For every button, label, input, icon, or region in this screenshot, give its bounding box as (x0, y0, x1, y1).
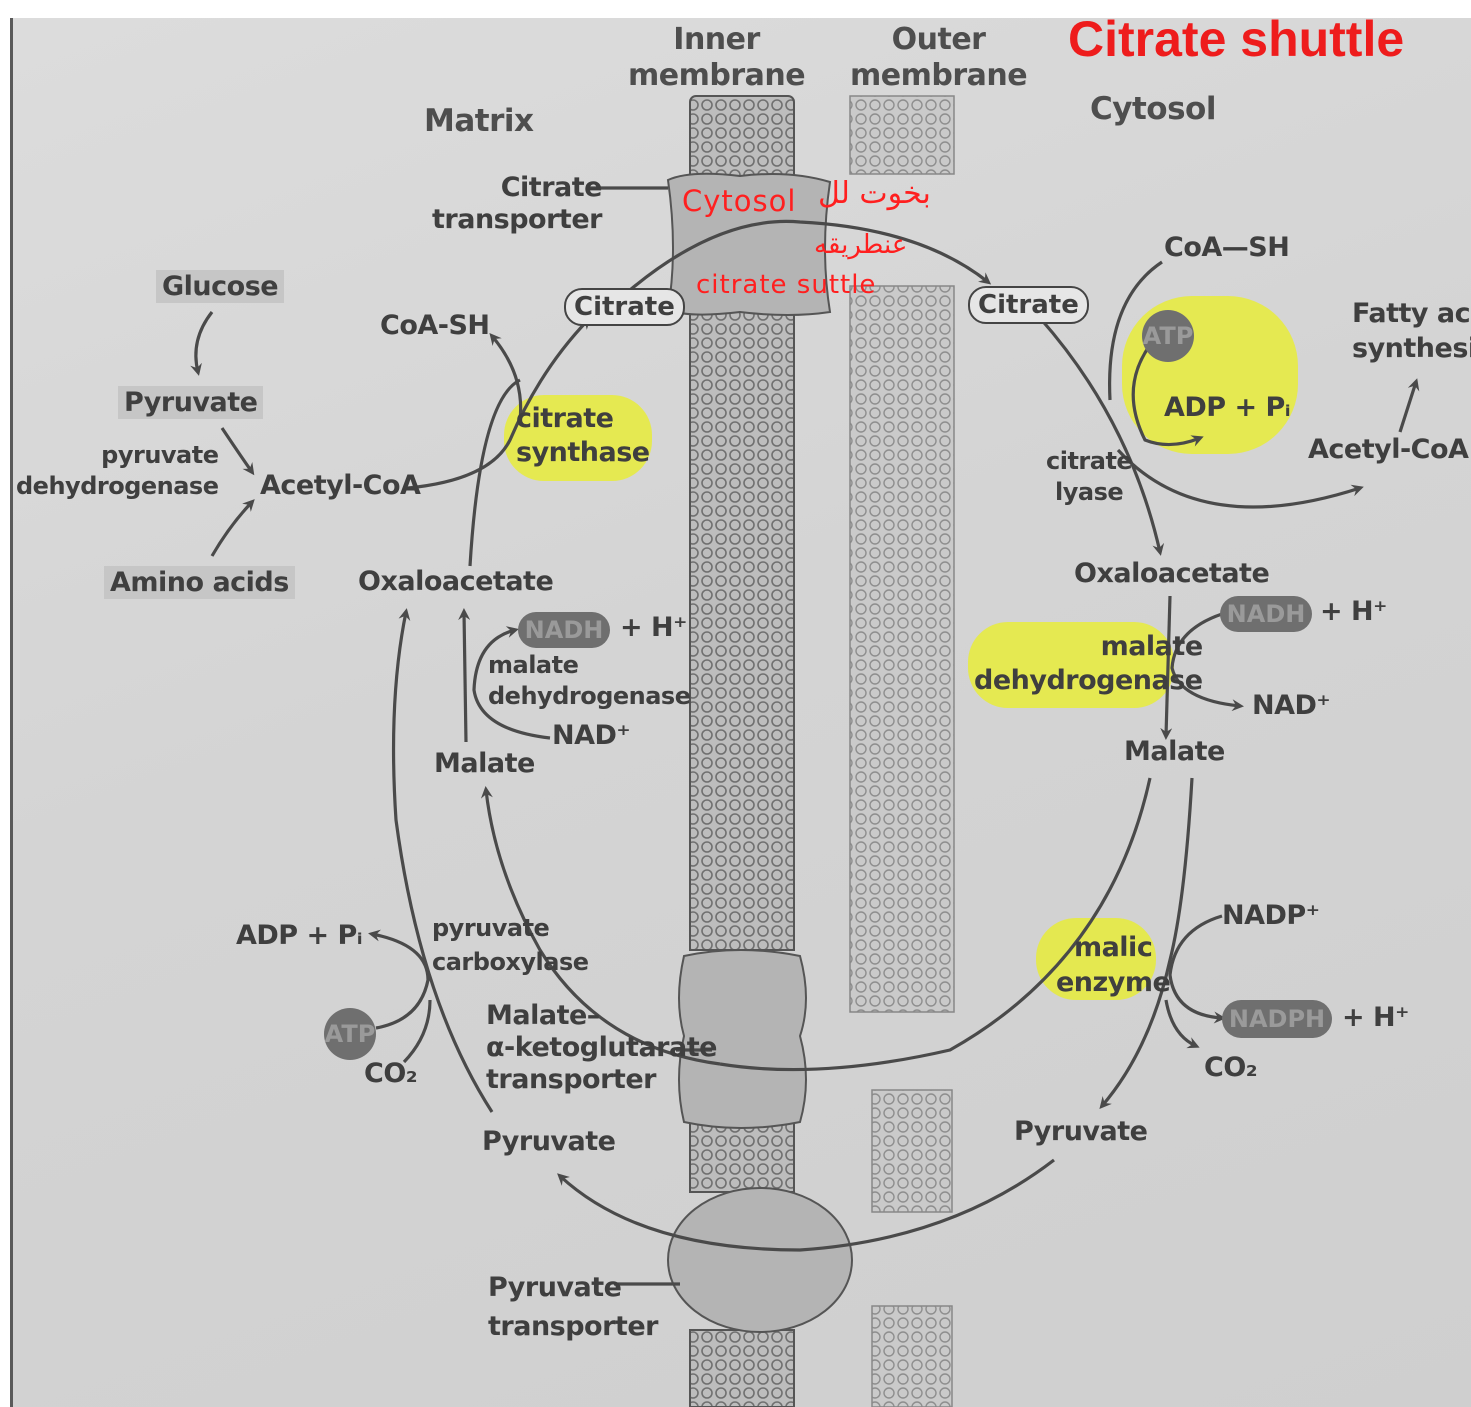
citrate-transporter-label: Citrate transporter (432, 172, 602, 237)
annotation-citrate-suttle: citrate suttle (696, 270, 876, 300)
malate-dehydrogenase-matrix-label: malate dehydrogenase (488, 650, 691, 712)
arrow-co2-release-cytosol (1166, 1000, 1196, 1046)
pyruvate-carboxylase-label: pyruvate carboxylase (432, 912, 589, 979)
pyruvate-transporter-label: Pyruvate transporter (488, 1268, 658, 1346)
coa-sh-cytosol-label: CoA—SH (1164, 234, 1289, 261)
pyruvate-transporter-text: Pyruvate transporter (488, 1272, 658, 1342)
pyruvate-transporter-protein (668, 1188, 852, 1332)
pyruvate-carboxylase-text: pyruvate carboxylase (432, 914, 589, 976)
citrate-matrix-pill: Citrate (564, 288, 685, 326)
outer-membrane-label: Outer membrane (850, 22, 1027, 94)
arrow-aminoacids-to-acetylcoa (212, 502, 252, 556)
nad-matrix-label: NAD⁺ (552, 722, 630, 749)
nadph-h-label: + H⁺ (1342, 1004, 1409, 1031)
arrow-co2-input-matrix (404, 1000, 430, 1062)
citrate-lyase-label: citrate lyase (1046, 446, 1132, 508)
arrow-oxaloacetate-to-citrate (470, 380, 520, 566)
malate-akg-transporter-label: Malate– α-ketoglutarate transporter (486, 1000, 717, 1096)
fatty-acid-synthesis-label: Fatty acid synthesis (1352, 296, 1471, 366)
inner-membrane-text: Inner membrane (628, 22, 805, 93)
malate-matrix-label: Malate (434, 750, 535, 777)
nad-cytosol-label: NAD⁺ (1252, 692, 1330, 719)
arrow-pyruvate-carboxylase-atp (372, 934, 428, 1028)
nadph-badge: NADPH (1222, 1000, 1332, 1038)
arrow-malate-to-oxaloacetate-matrix (464, 612, 466, 742)
malate-akg-transporter-text: Malate– α-ketoglutarate transporter (486, 1000, 717, 1095)
atp-cytosol-badge: ATP (1142, 310, 1194, 362)
outer-membrane-text: Outer membrane (850, 22, 1027, 93)
citrate-transporter-text: Citrate transporter (432, 172, 602, 235)
matrix-label: Matrix (424, 106, 534, 137)
nadp-label: NADP⁺ (1222, 902, 1319, 929)
oxaloacetate-matrix-label: Oxaloacetate (358, 568, 553, 595)
oxaloacetate-cytosol-label: Oxaloacetate (1074, 560, 1269, 587)
acetyl-coa-cytosol-label: Acetyl-CoA (1308, 436, 1468, 463)
nadh-cytosol-h-label: + H⁺ (1320, 598, 1387, 625)
malate-dehydrogenase-cytosol-text: malate dehydrogenase (974, 631, 1203, 696)
co2-matrix-label: CO₂ (364, 1060, 417, 1087)
inner-membrane-label: Inner membrane (628, 22, 805, 94)
atp-matrix-badge: ATP (324, 1008, 376, 1060)
co2-cytosol-label: CO₂ (1204, 1054, 1257, 1081)
malate-dehydrogenase-matrix-text: malate dehydrogenase (488, 651, 691, 710)
fatty-acid-synthesis-text: Fatty acid synthesis (1352, 298, 1471, 364)
annotation-arabic-line1: بخوت لل (818, 176, 931, 211)
nadh-cytosol-badge: NADH (1220, 596, 1312, 632)
arrow-acetylcoa-to-fatty-acid (1400, 382, 1416, 432)
citrate-synthase-text: citrate synthase (516, 403, 650, 468)
glucose-label: Glucose (156, 270, 284, 303)
amino-acids-label: Amino acids (104, 566, 295, 599)
malic-enzyme-label: malic enzyme (1056, 930, 1170, 1000)
coa-sh-matrix-label: CoA-SH (380, 312, 490, 339)
cytosol-label: Cytosol (1090, 94, 1216, 125)
pyruvate-cytosol-label: Pyruvate (1014, 1118, 1147, 1145)
pyruvate-dehydrogenase-text: pyruvate dehydrogenase (16, 441, 219, 500)
malic-enzyme-text: malic enzyme (1056, 932, 1170, 998)
arrow-glucose-to-pyruvate (196, 312, 212, 372)
adp-pi-cytosol-label: ADP + Pᵢ (1164, 394, 1290, 421)
pyruvate-bottom-matrix-label: Pyruvate (482, 1128, 615, 1155)
annotation-cytosol-word: Cytosol (682, 184, 796, 218)
page-title: Citrate shuttle (1068, 10, 1404, 68)
citrate-cytosol-pill: Citrate (968, 286, 1089, 324)
nadh-matrix-h-label: + H⁺ (620, 614, 687, 641)
malate-cytosol-label: Malate (1124, 738, 1225, 765)
pyruvate-top-label: Pyruvate (118, 386, 263, 419)
arrow-nadp-to-nadph (1170, 916, 1222, 1018)
arrow-pyruvate-to-oxaloacetate-matrix (394, 612, 492, 1112)
citrate-synthase-label: citrate synthase (516, 402, 650, 470)
citrate-lyase-text: citrate lyase (1046, 447, 1132, 506)
malate-dehydrogenase-cytosol-label: malate dehydrogenase (974, 630, 1203, 698)
arrow-pyruvate-to-acetylcoa (222, 428, 252, 472)
annotation-arabic-line2: عنطريقه (814, 230, 907, 260)
pyruvate-dehydrogenase-label: pyruvate dehydrogenase (16, 440, 219, 502)
acetyl-coa-matrix-label: Acetyl-CoA (260, 472, 420, 499)
adp-pi-matrix-label: ADP + Pᵢ (236, 922, 362, 949)
nadh-matrix-badge: NADH (518, 612, 610, 648)
